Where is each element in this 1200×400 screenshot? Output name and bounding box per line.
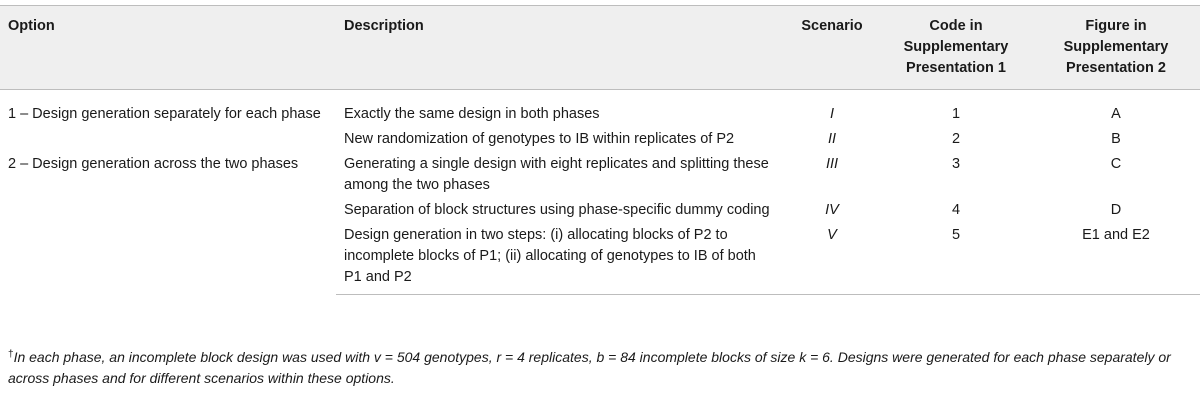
option-cell: 2 – Design generation across the two pha… [8,156,299,172]
table-row: 2 – Design generation across the two pha… [0,152,1200,198]
footnote-text: In each phase, an incomplete block desig… [8,349,1171,386]
table-header-row: Option Description Scenario Code in Supp… [0,5,1200,90]
figure-cell: B [1111,131,1121,147]
table-row: Separation of block structures using pha… [0,198,1200,223]
description-cell: Exactly the same design in both phases [344,106,600,122]
description-cell: Design generation in two steps: (i) allo… [336,223,784,295]
design-options-table: Option Description Scenario Code in Supp… [0,5,1200,295]
figure-cell: A [1111,106,1121,122]
header-scenario: Scenario [784,5,880,90]
code-cell: 2 [951,131,961,147]
header-figure: Figure in Supplementary Presentation 2 [1032,5,1200,90]
scenario-cell: III [825,156,839,172]
description-cell: Generating a single design with eight re… [344,156,769,193]
table-row: Design generation in two steps: (i) allo… [0,223,1200,295]
figure-cell: D [1110,202,1122,218]
scenario-cell: IV [825,202,839,218]
table-footnote: †In each phase, an incomplete block desi… [8,344,1192,389]
option-cell: 1 – Design generation separately for eac… [8,106,321,122]
description-cell: New randomization of genotypes to IB wit… [344,131,735,147]
footnote-marker: † [8,349,14,360]
code-cell: 4 [951,202,961,218]
header-code: Code in Supplementary Presentation 1 [880,5,1032,90]
header-description: Description [336,5,784,90]
header-option: Option [0,5,336,90]
code-cell: 3 [951,156,961,172]
table-row: 1 – Design generation separately for eac… [0,90,1200,128]
figure-cell: E1 and E2 [1032,223,1200,295]
scenario-cell: II [827,131,837,147]
scenario-cell: V [784,223,880,295]
table-row: New randomization of genotypes to IB wit… [0,127,1200,152]
figure-cell: C [1110,156,1122,172]
description-cell: Separation of block structures using pha… [344,202,770,218]
code-cell: 1 [951,106,961,122]
code-cell: 5 [880,223,1032,295]
scenario-cell: I [829,106,835,122]
